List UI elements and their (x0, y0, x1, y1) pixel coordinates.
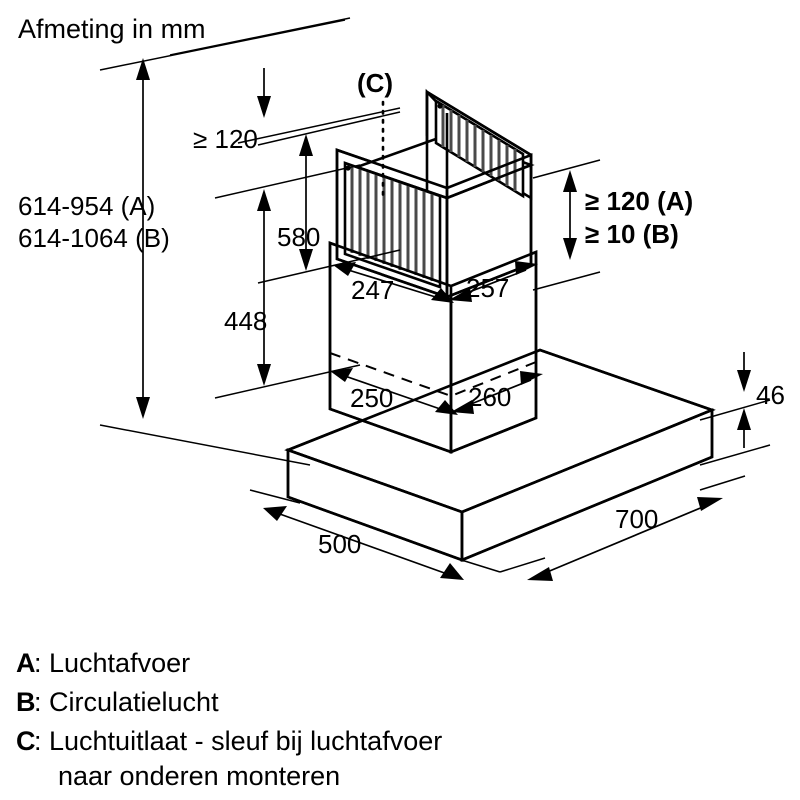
chimney-hidden-edges (329, 352, 537, 398)
dim-260-label: 260 (468, 382, 511, 412)
arrow-left (263, 506, 287, 521)
dim-250-label: 250 (350, 383, 393, 413)
fixing-dot-right (437, 103, 443, 109)
dim-total-height-b: 614-1064 (B) (18, 223, 170, 253)
legend-key-b: B (16, 687, 36, 717)
arrow-right (435, 400, 458, 415)
arrow-up (136, 58, 150, 80)
arrow-right (515, 261, 538, 275)
dim-side-clearance-b: ≥ 10 (B) (585, 219, 679, 249)
dim-top-clearance: ≥ 120 (169, 17, 401, 154)
arrow-left (449, 288, 472, 302)
dim-side-clearance-a: ≥ 120 (A) (585, 186, 693, 216)
arrow-down (257, 364, 271, 386)
dim-247: 247 (333, 262, 454, 305)
arrow-left (330, 368, 353, 382)
arrow-right (440, 563, 464, 580)
arrow-right (520, 371, 543, 385)
arrow-left (527, 567, 553, 581)
dim-580-label: 580 (277, 222, 320, 252)
legend-text-c-cont: naar onderen monteren (58, 761, 340, 791)
dim-total-height-a: 614-954 (A) (18, 191, 155, 221)
arrow-up (563, 170, 577, 192)
hood-illustration (284, 88, 716, 562)
dim-700-label: 700 (615, 504, 658, 534)
arrow-right (697, 497, 723, 511)
arrow-up (299, 134, 313, 156)
dim-247-label: 247 (351, 275, 394, 305)
dim-top-clearance-label: ≥ 120 (193, 124, 258, 154)
dim-500: 500 (249, 489, 501, 580)
canopy-outline (284, 348, 716, 562)
dim-580: 580 (257, 111, 401, 284)
arrow-left (333, 262, 356, 276)
vent-slots-left (350, 166, 434, 281)
arrow-down (257, 96, 271, 118)
dim-500-label: 500 (318, 529, 361, 559)
dim-46-label: 46 (756, 380, 785, 410)
legend-key-a: A (16, 648, 36, 678)
dim-448-label: 448 (224, 306, 267, 336)
legend-key-c: C (16, 726, 36, 756)
chimney-open-top-outline (356, 90, 532, 200)
arrow-down (563, 238, 577, 260)
dim-260: 260 (451, 371, 543, 414)
arrow-up (257, 189, 271, 211)
legend-text-c: : Luchtuitlaat - sleuf bij luchtafvoer (34, 726, 442, 756)
legend-text-b: : Circulatielucht (34, 687, 219, 717)
dim-total-height: 614-954 (A) 614-1064 (B) (18, 19, 346, 466)
arrow-down (299, 249, 313, 271)
arrow-right (431, 288, 454, 303)
dim-700: 700 (499, 475, 746, 581)
arrow-down (136, 397, 150, 419)
dim-side-clearance: ≥ 120 (A) ≥ 10 (B) (532, 159, 693, 291)
legend-text-a: : Luchtafvoer (34, 648, 190, 678)
callout-c-label: (C) (357, 68, 393, 98)
dim-257-label: 257 (466, 273, 509, 303)
arrow-down (737, 370, 751, 392)
legend: A : Luchtafvoer B : Circulatielucht C : … (16, 648, 442, 791)
dim-257: 257 (449, 261, 538, 303)
arrow-left (451, 400, 474, 414)
arrow-up (737, 408, 751, 430)
page-title: Afmeting in mm (18, 14, 206, 44)
dim-250: 250 (330, 368, 458, 415)
dim-448: 448 (214, 164, 361, 399)
dim-46: 46 (699, 352, 785, 466)
callout-c: (C) (357, 68, 393, 202)
